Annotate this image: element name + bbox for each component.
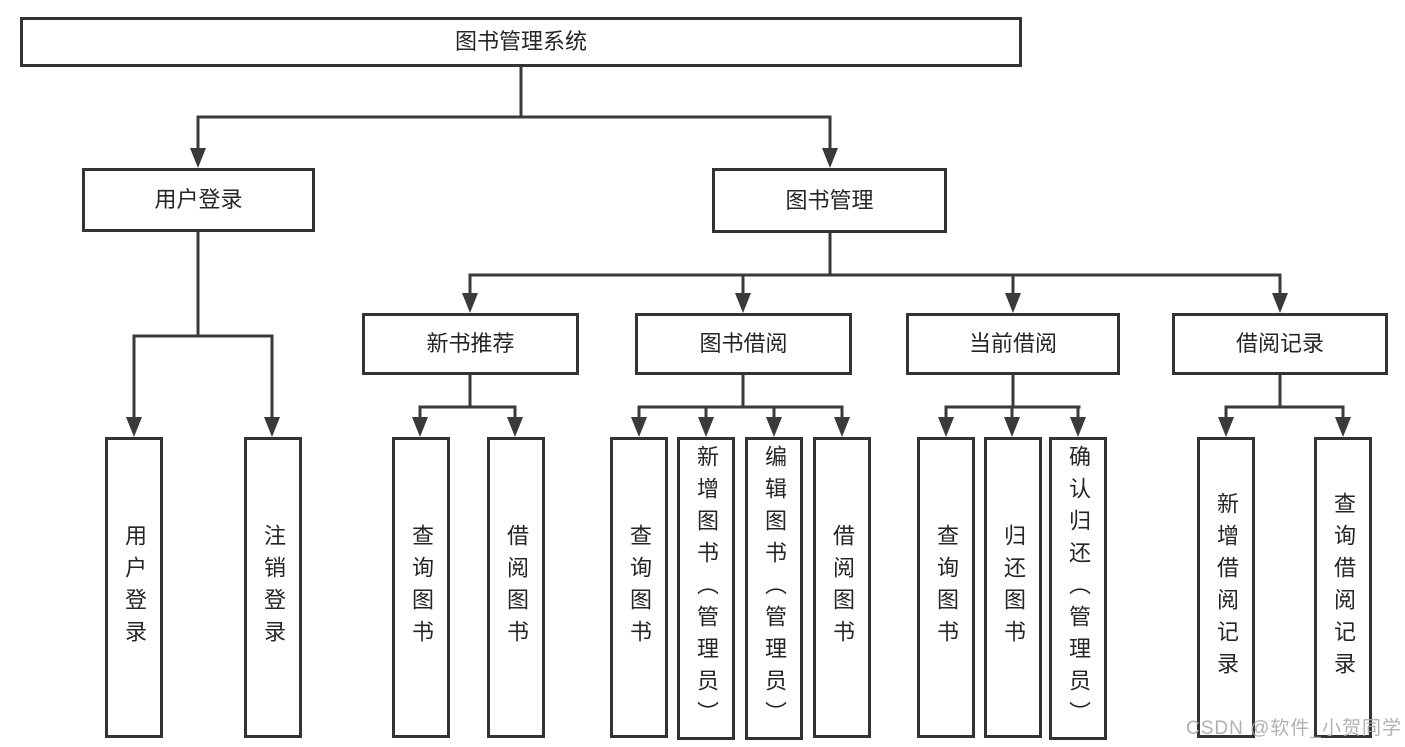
node-label: 新增图书（管理员） (694, 444, 719, 733)
node-current-borrowing: 当前借阅 (906, 313, 1120, 375)
leaf-return-books: 归还图书 (984, 437, 1042, 738)
leaf-query-books-recommend: 查询图书 (392, 437, 450, 738)
leaf-query-books-current: 查询图书 (917, 437, 975, 738)
node-book-borrowing: 图书借阅 (635, 313, 852, 375)
node-label: 归还图书 (1001, 523, 1026, 652)
node-label: 新书推荐 (426, 331, 515, 356)
node-label: 确认归还（管理员） (1066, 444, 1091, 733)
node-label: 查询借阅记录 (1331, 491, 1356, 684)
node-book-management: 图书管理 (712, 168, 947, 233)
leaf-confirm-return-admin: 确认归还（管理员） (1049, 437, 1107, 740)
node-new-book-recommendation: 新书推荐 (362, 313, 579, 375)
node-borrowing-records: 借阅记录 (1172, 313, 1388, 375)
leaf-borrow-books-borrow: 借阅图书 (813, 437, 871, 738)
node-label: 图书借阅 (699, 331, 788, 356)
leaf-logout-login: 注销登录 (244, 437, 302, 738)
node-label: 查询图书 (409, 523, 434, 652)
leaf-user-login: 用户登录 (105, 437, 163, 738)
node-label: 借阅记录 (1235, 331, 1324, 356)
node-label: 图书管理系统 (454, 29, 587, 54)
leaf-query-borrow-record: 查询借阅记录 (1314, 437, 1372, 738)
node-label: 查询图书 (934, 523, 959, 652)
node-label: 注销登录 (261, 523, 286, 652)
node-label: 图书管理 (785, 187, 874, 213)
node-library-management-system: 图书管理系统 (20, 17, 1022, 67)
leaf-add-borrow-record: 新增借阅记录 (1197, 437, 1255, 738)
node-label: 新增借阅记录 (1214, 491, 1239, 684)
node-label: 当前借阅 (968, 331, 1057, 356)
node-label: 借阅图书 (830, 523, 855, 652)
node-label: 查询图书 (627, 523, 652, 652)
csdn-watermark: CSDN @软件_小贺同学 (1186, 718, 1402, 739)
node-user-login-group: 用户登录 (82, 168, 315, 232)
node-label: 用户登录 (154, 187, 243, 212)
node-label: 用户登录 (122, 523, 147, 652)
node-label: 编辑图书（管理员） (762, 444, 787, 733)
leaf-query-books-borrow: 查询图书 (610, 437, 668, 738)
leaf-add-books-admin: 新增图书（管理员） (677, 437, 735, 740)
leaf-edit-books-admin: 编辑图书（管理员） (745, 437, 803, 740)
leaf-borrow-books-recommend: 借阅图书 (487, 437, 545, 738)
node-label: 借阅图书 (504, 523, 529, 652)
